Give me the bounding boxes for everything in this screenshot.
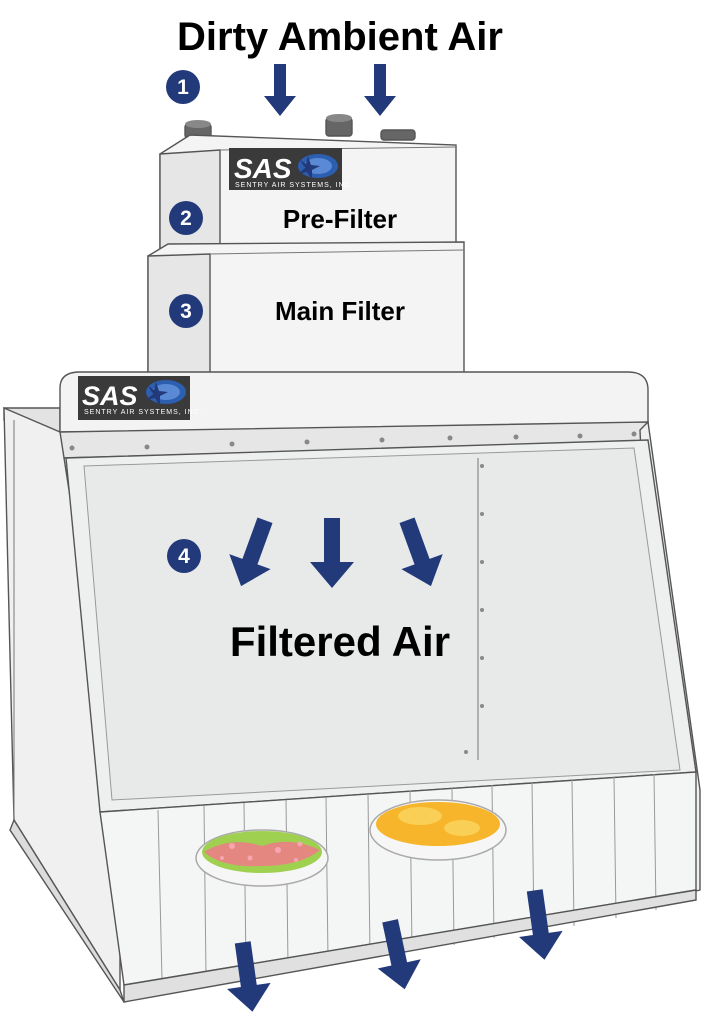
svg-text:SENTRY AIR SYSTEMS, INC.: SENTRY AIR SYSTEMS, INC. — [235, 182, 354, 189]
svg-text:3: 3 — [180, 300, 192, 323]
main-filter-box — [147, 241, 465, 375]
svg-text:1: 1 — [177, 76, 189, 99]
intake-arrow-icon — [264, 64, 396, 116]
front-viewing-panel — [65, 439, 697, 813]
step-4-badge: 4 — [167, 539, 201, 573]
svg-text:4: 4 — [178, 545, 190, 568]
svg-text:2: 2 — [180, 207, 192, 230]
work-area — [9, 771, 697, 1003]
pre-filter-box: SAS SENTRY AIR SYSTEMS, INC. — [159, 134, 457, 255]
petri-dish-icon — [369, 799, 507, 861]
svg-text:SENTRY AIR SYSTEMS, INC.: SENTRY AIR SYSTEMS, INC. — [84, 409, 203, 416]
logo-star-icon — [298, 154, 338, 180]
main-filter-label: Main Filter — [275, 296, 405, 326]
header-screws — [69, 431, 637, 451]
logo-star-icon — [146, 380, 186, 406]
svg-text:SAS: SAS — [82, 381, 138, 411]
petri-dish-icon — [195, 829, 329, 887]
svg-text:SAS: SAS — [234, 153, 292, 184]
top-knobs — [184, 114, 416, 141]
pre-filter-label: Pre-Filter — [283, 204, 397, 234]
step-3-badge: 3 — [169, 294, 203, 328]
filtered-air-label: Filtered Air — [230, 618, 450, 665]
step-1-badge: 1 — [166, 70, 200, 104]
diagram-title: Dirty Ambient Air — [177, 15, 503, 59]
hood-logo: SAS SENTRY AIR SYSTEMS, INC. — [78, 376, 203, 420]
pre-filter-logo: SAS SENTRY AIR SYSTEMS, INC. — [229, 148, 354, 190]
step-2-badge: 2 — [169, 201, 203, 235]
